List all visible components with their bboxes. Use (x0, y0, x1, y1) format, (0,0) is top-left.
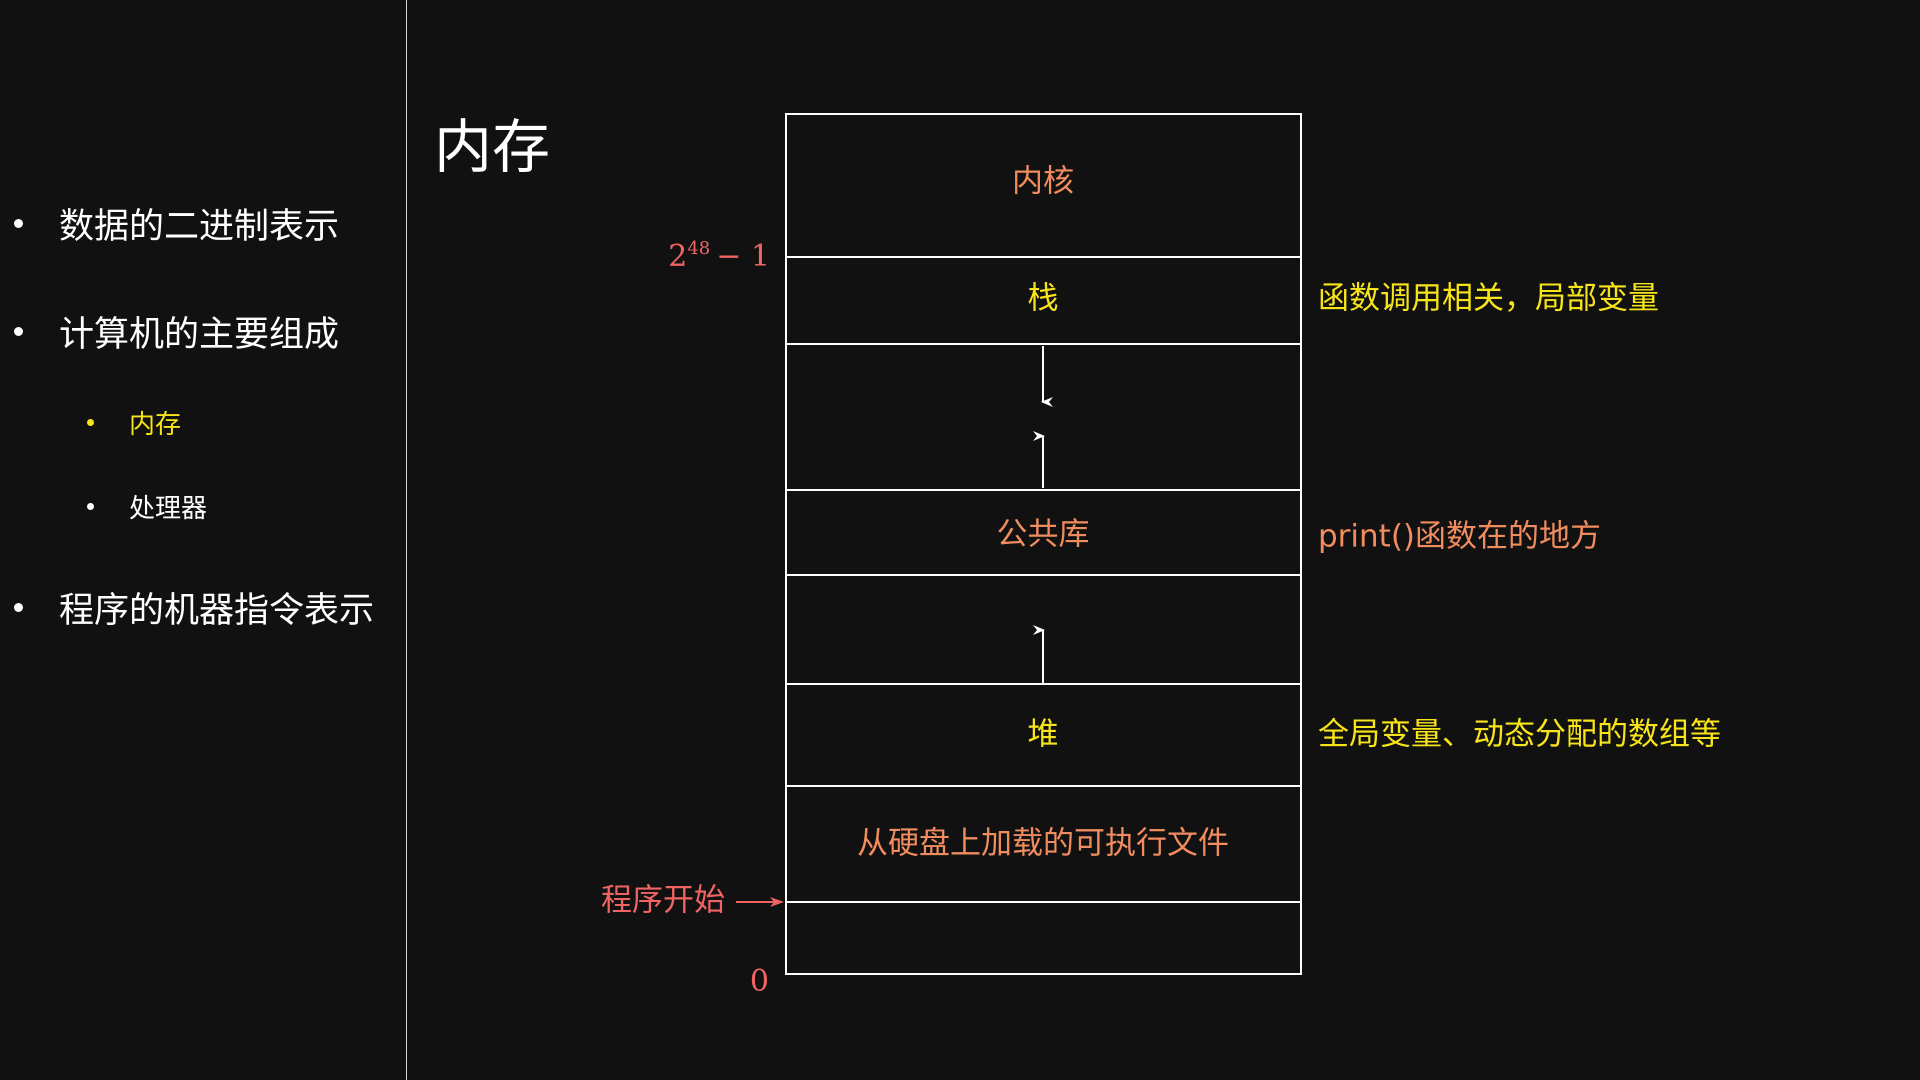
bullet-icon (87, 503, 94, 510)
address-bottom-label: 0 (750, 964, 769, 999)
toc-item-machine-instructions[interactable]: 程序的机器指令表示 (14, 582, 374, 633)
bullet-icon (87, 419, 94, 426)
toc-item-label: 数据的二进制表示 (59, 207, 340, 247)
note-stack: 函数调用相关，局部变量 (1318, 281, 1659, 317)
toc-item-processor[interactable]: 处理器 (87, 488, 207, 525)
sidebar-outline: 数据的二进制表示 计算机的主要组成 内存 处理器 程序的机器指令表示 (0, 0, 407, 1080)
bullet-icon (14, 219, 23, 228)
slide-title: 内存 (434, 113, 551, 181)
toc-item-binary-representation[interactable]: 数据的二进制表示 (14, 198, 339, 249)
memory-box (785, 113, 1302, 975)
segment-shared-lib-label: 公共库 (997, 517, 1090, 553)
segment-executable-label: 从硬盘上加载的可执行文件 (857, 826, 1229, 862)
toc-item-label: 处理器 (129, 494, 208, 524)
toc-item-memory[interactable]: 内存 (87, 404, 181, 441)
note-shared-lib: print()函数在的地方 (1318, 519, 1601, 555)
toc-item-label: 内存 (129, 410, 182, 440)
bullet-icon (14, 327, 23, 336)
toc-item-label: 程序的机器指令表示 (59, 591, 375, 631)
program-start-label: 程序开始 (601, 883, 725, 919)
segment-heap-label: 堆 (1028, 717, 1059, 753)
bullet-icon (14, 603, 23, 612)
toc-item-label: 计算机的主要组成 (59, 315, 340, 355)
segment-kernel-label: 内核 (1012, 164, 1074, 200)
address-top-label: 248− 1 (668, 238, 770, 274)
toc-item-computer-components[interactable]: 计算机的主要组成 (14, 306, 339, 357)
segment-stack-label: 栈 (1028, 281, 1059, 317)
note-heap: 全局变量、动态分配的数组等 (1318, 717, 1721, 753)
